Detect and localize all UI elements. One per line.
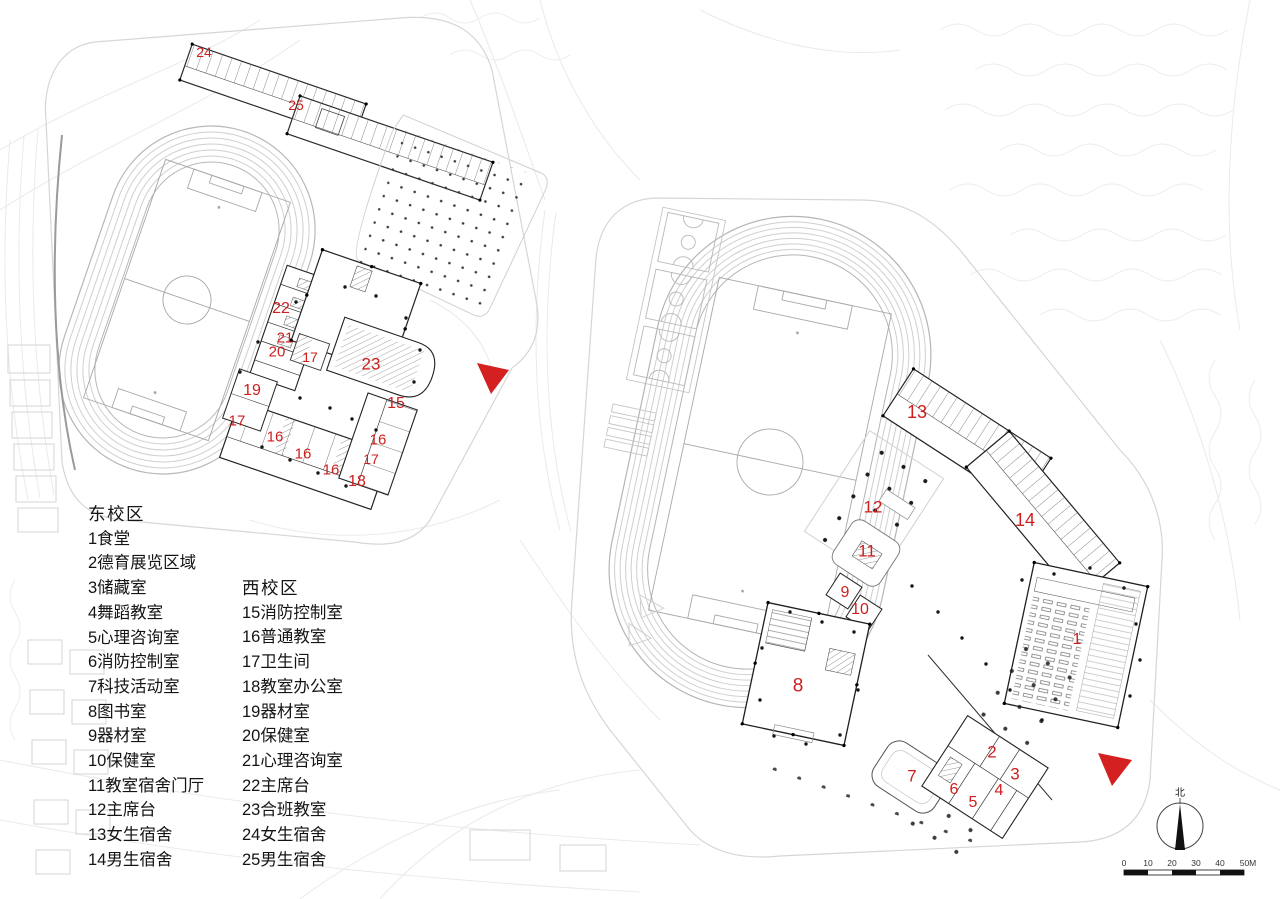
scale-tick: 0 xyxy=(1122,858,1127,868)
plan-label-16: 16 xyxy=(322,461,340,479)
east-south-colonnade xyxy=(764,757,976,843)
east-long-jump-pits xyxy=(603,403,657,457)
legend-item: 25男生宿舍 xyxy=(242,850,327,869)
legend-item: 20保健室 xyxy=(242,727,310,746)
scale-tick: 20 xyxy=(1167,858,1177,868)
west-tree-plaza xyxy=(355,114,548,317)
plan-label-1: 1 xyxy=(1072,631,1082,648)
west-lecture-hall-23 xyxy=(325,316,436,398)
legend-item: 2德育展览区域 xyxy=(88,554,197,573)
legend-item: 11教室宿舍门厅 xyxy=(88,776,205,795)
context-vegetation-texture xyxy=(9,12,1262,741)
scale-tick: 50M xyxy=(1240,858,1257,868)
plan-label-8: 8 xyxy=(792,675,804,697)
west-soccer-field xyxy=(83,158,291,442)
legend-item: 21心理咨询室 xyxy=(242,751,343,770)
north-compass: 北 xyxy=(1156,787,1204,850)
west-east-wing xyxy=(338,392,418,496)
legend-item: 24女生宿舍 xyxy=(242,826,327,845)
legend-item: 6消防控制室 xyxy=(88,653,180,672)
plan-label-12: 12 xyxy=(863,497,883,517)
plan-label-17: 17 xyxy=(363,451,379,467)
legend-east-campus: 东校区 1食堂 2德育展览区域 3储藏室 4舞蹈教室 5心理咨询室 6消防控制室 7科技活动… xyxy=(88,502,204,873)
entrance-arrow-east xyxy=(1098,753,1132,786)
legend-item: 9器材室 xyxy=(88,727,147,746)
plan-label-2: 2 xyxy=(987,742,997,762)
plan-label-25: 25 xyxy=(288,97,304,113)
plan-label-16: 16 xyxy=(266,428,284,446)
plan-label-16: 16 xyxy=(294,445,312,463)
legend-item: 4舞蹈教室 xyxy=(88,603,164,622)
plan-label-19: 19 xyxy=(243,382,261,399)
entrance-arrow-west xyxy=(477,363,509,394)
legend-item: 16普通教室 xyxy=(242,628,327,647)
plan-label-23: 23 xyxy=(361,354,381,374)
legend-item: 7科技活动室 xyxy=(88,677,180,696)
context-buildings xyxy=(7,344,607,875)
legend-item: 22主席台 xyxy=(242,776,310,795)
legend-item: 8图书室 xyxy=(88,702,147,721)
east-classroom-cluster xyxy=(921,714,1049,840)
plan-label-9: 9 xyxy=(840,584,850,601)
plan-label-14: 14 xyxy=(1014,510,1036,530)
plan-label-22: 22 xyxy=(272,300,290,317)
legend-east-title: 东校区 xyxy=(88,504,145,524)
west-equipment-room-19 xyxy=(221,368,279,432)
plan-label-13: 13 xyxy=(906,402,928,422)
legend-item: 1食堂 xyxy=(88,529,131,548)
legend-west-campus: 西校区 15消防控制室 16普通教室 17卫生间 18教室办公室 19器材室 20保健室 2… xyxy=(242,576,343,872)
legend-east-items: 1食堂 2德育展览区域 3储藏室 4舞蹈教室 5心理咨询室 6消防控制室 7科技活动室 8图书… xyxy=(88,527,204,873)
east-campus-columns xyxy=(758,566,1142,746)
legend-item: 13女生宿舍 xyxy=(88,826,173,845)
legend-item: 12主席台 xyxy=(88,801,156,820)
scale-tick: 30 xyxy=(1191,858,1201,868)
east-science-room-7 xyxy=(871,740,951,814)
west-campus-boundary xyxy=(44,16,539,545)
legend-item: 19器材室 xyxy=(242,702,310,721)
east-campus-boundary xyxy=(570,197,1163,858)
plan-label-15: 15 xyxy=(387,395,405,412)
legend-west-items: 15消防控制室 16普通教室 17卫生间 18教室办公室 19器材室 20保健室 21心理咨… xyxy=(242,601,343,873)
scale-tick: 10 xyxy=(1143,858,1153,868)
plan-label-16: 16 xyxy=(369,431,387,449)
legend-item: 14男生宿舍 xyxy=(88,850,173,869)
plan-label-3: 3 xyxy=(1010,764,1020,784)
east-basketball-courts xyxy=(625,206,727,394)
plan-label-21: 21 xyxy=(276,329,294,347)
legend-item: 18教室办公室 xyxy=(242,677,343,696)
legend-item: 17卫生间 xyxy=(242,653,310,672)
legend-item: 3储藏室 xyxy=(88,579,147,598)
scale-bar: 0 10 20 30 40 50M xyxy=(1122,858,1257,876)
plan-label-24: 24 xyxy=(196,44,212,60)
legend-item: 10保健室 xyxy=(88,752,156,771)
plan-label-11: 11 xyxy=(858,541,876,561)
plan-label-5: 5 xyxy=(968,794,978,811)
plan-label-18: 18 xyxy=(348,473,366,490)
east-equipment-room-9 xyxy=(825,572,863,610)
west-complex-columns xyxy=(238,285,422,488)
plan-label-6: 6 xyxy=(949,781,959,798)
plan-label-4: 4 xyxy=(994,782,1004,799)
east-library-building xyxy=(740,600,872,748)
legend-item: 5心理咨询室 xyxy=(88,628,180,647)
legend-west-title: 西校区 xyxy=(242,578,299,598)
east-entry-hall-11 xyxy=(831,519,901,587)
scale-tick: 40 xyxy=(1215,858,1225,868)
west-track-retaining-wall xyxy=(53,134,76,471)
plan-label-17: 17 xyxy=(302,349,318,365)
plan-label-10: 10 xyxy=(851,601,869,618)
west-dorm-link xyxy=(314,108,346,136)
plan-label-17: 17 xyxy=(228,412,246,430)
west-core-17 xyxy=(289,332,331,372)
east-landscape-triangles xyxy=(628,594,665,647)
north-label: 北 xyxy=(1175,787,1185,799)
plan-label-20: 20 xyxy=(268,343,286,361)
west-teaching-complex xyxy=(218,247,436,511)
legend-item: 23合班教室 xyxy=(242,801,327,820)
plan-label-7: 7 xyxy=(907,766,917,786)
legend-item: 15消防控制室 xyxy=(242,603,343,622)
